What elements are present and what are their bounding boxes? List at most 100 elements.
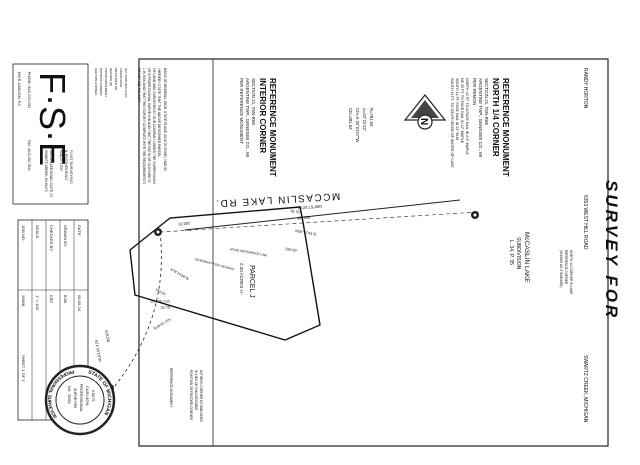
svg-text:FOUND MONUMENT: FOUND MONUMENT bbox=[104, 68, 108, 97]
west-bearing-3: N71°30'41"E bbox=[149, 299, 170, 303]
easement-label: EASEMENT FOR HIGHWAY bbox=[195, 257, 236, 272]
svg-text:PER REFERENCE MONUMENT: PER REFERENCE MONUMENT bbox=[239, 78, 244, 144]
parcel-name: PARCEL J bbox=[248, 265, 255, 298]
short-distance: 180.55' bbox=[177, 221, 190, 226]
west-distance-3: 81.75' bbox=[160, 305, 170, 309]
svg-text:Δ=22°21'42": Δ=22°21'42" bbox=[362, 108, 367, 132]
svg-text:06-05-24: 06-05-24 bbox=[77, 295, 82, 312]
property-address: 6353 WEST HILL ROAD bbox=[582, 195, 588, 250]
south-distance: 415.58' bbox=[104, 329, 111, 343]
svg-text:PROFESSIONAL: PROFESSIONAL bbox=[79, 384, 83, 412]
svg-text:SURVEYOR: SURVEYOR bbox=[73, 388, 77, 409]
south-bearing: S21°15'10"W bbox=[94, 339, 102, 362]
svg-text:INTERIOR CORNER: INTERIOR CORNER bbox=[258, 78, 267, 153]
svg-text:CH=S 25°01'07"W: CH=S 25°01'07"W bbox=[355, 108, 360, 142]
svg-text:SECTION 21, T6N-R6E: SECTION 21, T6N-R6E bbox=[251, 78, 256, 125]
svg-text:DRAWN BY:: DRAWN BY: bbox=[63, 225, 68, 247]
svg-text:OF A PROFESSIONAL SURVEYOR AND: OF A PROFESSIONAL SURVEYOR AND THAT THE … bbox=[147, 68, 151, 183]
svg-text:SECTION CORNER: SECTION CORNER bbox=[94, 68, 98, 96]
svg-text:CHECKED BY:: CHECKED BY: bbox=[49, 225, 54, 252]
curve-data: R=781.56' Δ=22°21'42" CH=S 25°01'07"W CD… bbox=[348, 108, 374, 142]
company-block: F·S·E FLINT SURVEYING & ENGINEERING SINC… bbox=[12, 63, 89, 205]
svg-text:SWARTZ CREEK, MI 48473: SWARTZ CREEK, MI 48473 bbox=[44, 150, 48, 192]
curve-arc bbox=[109, 231, 162, 393]
north-corner-note: NORTH 1/4 CORNER IN LAKE REFERENCE CORNE… bbox=[559, 250, 573, 294]
east-distance-2: 18.70' bbox=[290, 209, 301, 215]
svg-text:BJM: BJM bbox=[63, 295, 68, 303]
road-reference-line bbox=[184, 199, 461, 231]
svg-text:SUBDIVISION: SUBDIVISION bbox=[515, 237, 521, 270]
svg-text:DATE:: DATE: bbox=[77, 225, 82, 236]
svg-text:CD=281.94': CD=281.94' bbox=[348, 108, 353, 130]
svg-text:26608: 26608 bbox=[21, 295, 26, 307]
svg-text:KRC: KRC bbox=[49, 295, 54, 304]
svg-text:1 IN 5000 AND THAT THIS SURVEY: 1 IN 5000 AND THAT THIS SURVEY COMPLIES … bbox=[142, 68, 146, 185]
svg-text:RECORD (R): RECORD (R) bbox=[109, 68, 113, 86]
parcel-boundary bbox=[129, 206, 321, 341]
survey-title: SURVEY FOR bbox=[602, 180, 621, 320]
legend: SET IRON WITH CAP FOUND IRON MEASURED (M… bbox=[94, 68, 128, 98]
monument-note: REFERENCE MONUMENT bbox=[169, 368, 173, 407]
svg-text:35302: 35302 bbox=[67, 394, 71, 404]
north-arrow-icon: N bbox=[403, 94, 447, 130]
svg-text:NE 39 FT. TO FACE NAIL IN 12": NE 39 FT. TO FACE NAIL IN 12" MAPLE bbox=[460, 78, 464, 144]
svg-text:& ENGINEERING: & ENGINEERING bbox=[64, 150, 68, 180]
svg-text:I HEREBY STATE THAT THE ABOVE: I HEREBY STATE THAT THE ABOVE DESCRIBED … bbox=[157, 68, 161, 157]
subdivision-label: McCASLIN LAKE SUBDIVISION L. 34, P. 35 bbox=[508, 232, 530, 283]
svg-text:KIM R.: KIM R. bbox=[91, 390, 96, 402]
svg-text:IN LIEU OF INACCESSIBLE: IN LIEU OF INACCESSIBLE bbox=[194, 370, 198, 411]
svg-text:BASIS OF BEARING: MICH. STATE: BASIS OF BEARING: MICH. STATE PLANE (SOU… bbox=[163, 68, 167, 171]
north-line-bearing: N89°57'18"W bbox=[298, 204, 322, 210]
svg-text:SECTION 21, T6N-R6E: SECTION 21, T6N-R6E bbox=[484, 78, 489, 125]
svg-text:ARGENTINE TWP., GENESEE CO., M: ARGENTINE TWP., GENESEE CO., MI bbox=[245, 78, 250, 157]
east-distance: 250.00' bbox=[285, 247, 298, 253]
svg-text:OF LAND WAS SURVEYED BY OUR CO: OF LAND WAS SURVEYED BY OUR COMPANY UNDE… bbox=[152, 68, 156, 184]
svg-text:SOUTH 11 FT. TO SOUTH EDGE OF: SOUTH 11 FT. TO SOUTH EDGE OF WATER OF L… bbox=[450, 78, 454, 168]
svg-text:REFERENCE MONUMENT: REFERENCE MONUMENT bbox=[501, 78, 510, 177]
svg-text:NORTH 1/4 CORNER: NORTH 1/4 CORNER bbox=[491, 78, 500, 157]
svg-text:FOUND IRON: FOUND IRON bbox=[119, 68, 123, 87]
company-logo: F·S·E bbox=[32, 72, 73, 166]
svg-text:WITNESS CORNER: WITNESS CORNER bbox=[99, 68, 103, 96]
city-state: SWARTZ CREEK, MICHIGAN bbox=[582, 355, 588, 423]
svg-text:L. 34, P. 35: L. 34, P. 35 bbox=[508, 240, 514, 265]
svg-text:KIM R. CARLSON, P.S.: KIM R. CARLSON, P.S. bbox=[17, 72, 21, 107]
svg-text:(SHOWN AS STANDARD): (SHOWN AS STANDARD) bbox=[559, 250, 563, 287]
client-name: RANDY HORTON bbox=[582, 68, 588, 109]
svg-text:SHEET 1 OF 1: SHEET 1 OF 1 bbox=[21, 355, 26, 382]
svg-text:FAX: (810) 230-7844: FAX: (810) 230-7844 bbox=[27, 140, 31, 171]
svg-text:CARLSON: CARLSON bbox=[85, 386, 90, 405]
svg-text:SOUTH 14 FT. FACE NAIL IN 24": SOUTH 14 FT. FACE NAIL IN 24" ELM bbox=[455, 78, 459, 140]
svg-text:R=781.56': R=781.56' bbox=[369, 108, 374, 127]
svg-text:SINCE 1937: SINCE 1937 bbox=[59, 150, 63, 171]
svg-text:PER REMON: PER REMON bbox=[472, 78, 477, 105]
svg-text:5370 MILLER ROAD, SUITE 13: 5370 MILLER ROAD, SUITE 13 bbox=[49, 150, 53, 197]
svg-text:SET IRON WITH CAP: SET IRON WITH CAP bbox=[124, 68, 128, 98]
svg-text:NORTH 1/4 CORNER IN LAKE: NORTH 1/4 CORNER IN LAKE bbox=[569, 250, 573, 294]
found-monument-icon bbox=[154, 228, 162, 236]
svg-text:FLINT SURVEYING: FLINT SURVEYING bbox=[69, 150, 73, 184]
witness-corner-note: WITNESS CORNER ESTABLISHED IN LIEU OF IN… bbox=[189, 370, 203, 423]
west-bearing-2: S31°15'40"E bbox=[152, 317, 172, 331]
road-ref-label: ROAD REFERENCE LINE bbox=[230, 247, 268, 257]
west-bearing-1: N78°24'58"W bbox=[170, 267, 191, 281]
svg-text:SCALE:: SCALE: bbox=[35, 225, 40, 239]
reference-monument-1: REFERENCE MONUMENT NORTH 1/4 CORNER SECT… bbox=[450, 78, 510, 177]
svg-text:REFERENCE CORNER: REFERENCE CORNER bbox=[564, 250, 568, 285]
parcel-area: 2.39 ACRES +/- bbox=[239, 263, 244, 295]
svg-text:NORTH 42 FT. TO A FACE NAIL IN: NORTH 42 FT. TO A FACE NAIL IN A 6" MAPL… bbox=[465, 78, 469, 155]
svg-text:NO.: NO. bbox=[67, 386, 71, 392]
svg-text:PHONE: (810) 230-1333: PHONE: (810) 230-1333 bbox=[27, 72, 31, 108]
surveyor-seal: STATE OF MICHIGAN PROFESSIONAL SURVEYOR … bbox=[44, 364, 116, 436]
svg-text:REFERENCE MONUMENT: REFERENCE MONUMENT bbox=[268, 78, 277, 177]
svg-text:POSITION OF RECORD CORNER: POSITION OF RECORD CORNER bbox=[189, 370, 193, 421]
svg-text:1" = 100': 1" = 100' bbox=[35, 295, 40, 311]
surveyor-statement: BASIS OF BEARING: MICH. STATE PLANE (SOU… bbox=[137, 68, 167, 185]
svg-text:WITNESS CORNER ESTABLISHED: WITNESS CORNER ESTABLISHED bbox=[199, 370, 203, 423]
svg-text:ARGENTINE TWP., GENESEE CO., M: ARGENTINE TWP., GENESEE CO., MI bbox=[478, 78, 483, 157]
svg-text:MEASURED (M): MEASURED (M) bbox=[114, 68, 118, 90]
reference-monument-2: REFERENCE MONUMENT INTERIOR CORNER SECTI… bbox=[239, 78, 277, 177]
west-distance-1: 160.63' bbox=[155, 287, 167, 296]
